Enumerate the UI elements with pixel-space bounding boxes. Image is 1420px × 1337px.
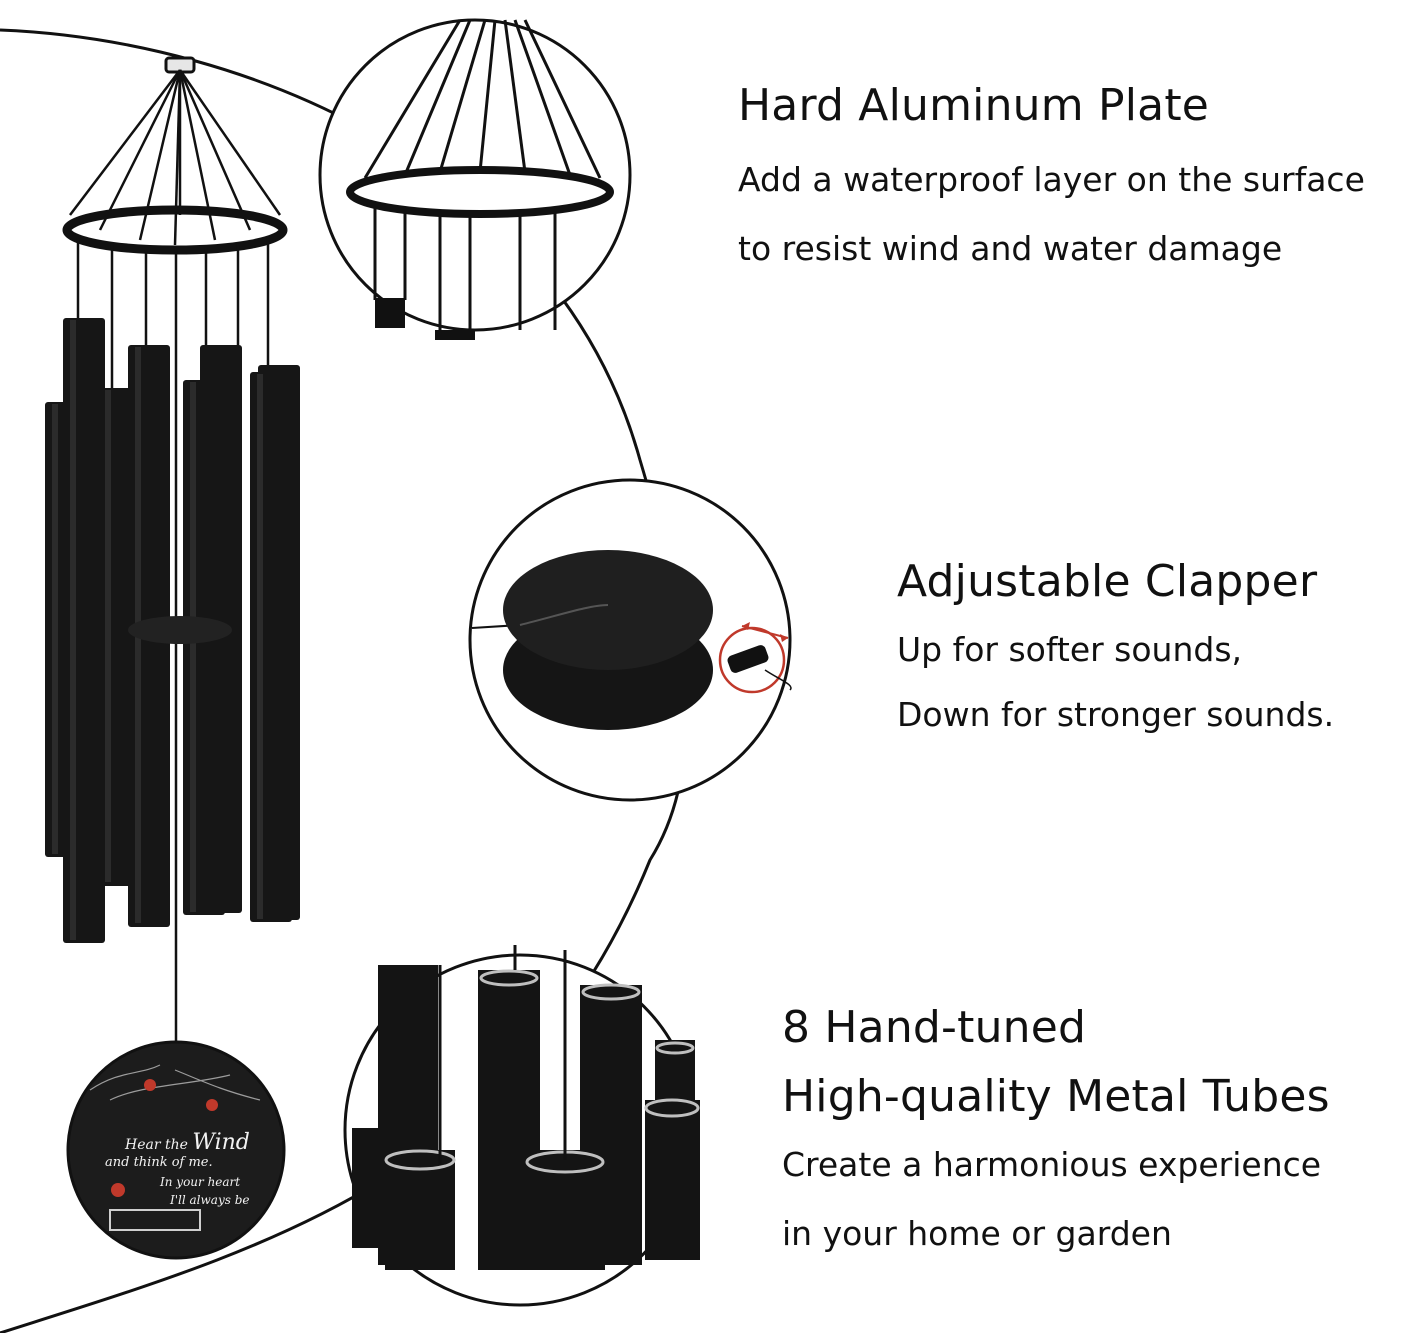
feature-title: High-quality Metal Tubes xyxy=(782,1070,1330,1122)
plaque-line-3: In your heart xyxy=(160,1175,241,1189)
cardinal-bird xyxy=(144,1079,156,1091)
feature-adjustable-clapper: Adjustable Clapper Up for softer sounds,… xyxy=(897,556,1334,735)
feature-description: to resist wind and water damage xyxy=(738,229,1283,269)
feature-title: Hard Aluminum Plate xyxy=(738,80,1210,131)
plaque-line-1: Hear the Wind xyxy=(125,1130,250,1155)
cardinal-bird xyxy=(206,1099,218,1111)
feature-aluminum-plate: Hard Aluminum Plate Add a waterproof lay… xyxy=(738,80,1365,269)
feature-description: Down for stronger sounds. xyxy=(897,695,1335,735)
bench xyxy=(109,1209,201,1231)
feature-description: Add a waterproof layer on the surface xyxy=(738,159,1365,199)
plaque-line-2: and think of me. xyxy=(105,1155,213,1170)
cardinal-bird xyxy=(111,1183,125,1197)
suspension-strings xyxy=(69,69,282,246)
feature-title: 8 Hand-tuned xyxy=(782,1002,1087,1053)
feature-description: in your home or garden xyxy=(782,1213,1172,1253)
feature-title: Adjustable Clapper xyxy=(897,556,1318,607)
hanging-hook xyxy=(164,56,196,74)
memorial-plaque xyxy=(66,1040,286,1260)
feature-metal-tubes: 8 Hand-tuned High-quality Metal Tubes Cr… xyxy=(782,1002,1330,1254)
feature-description: Create a harmonious experience xyxy=(782,1144,1322,1184)
clapper-disk xyxy=(128,616,232,644)
plaque-line-4: I'll always be xyxy=(170,1193,250,1207)
clapper-stopper xyxy=(727,645,769,673)
feature-description: Up for softer sounds, xyxy=(897,629,1243,669)
